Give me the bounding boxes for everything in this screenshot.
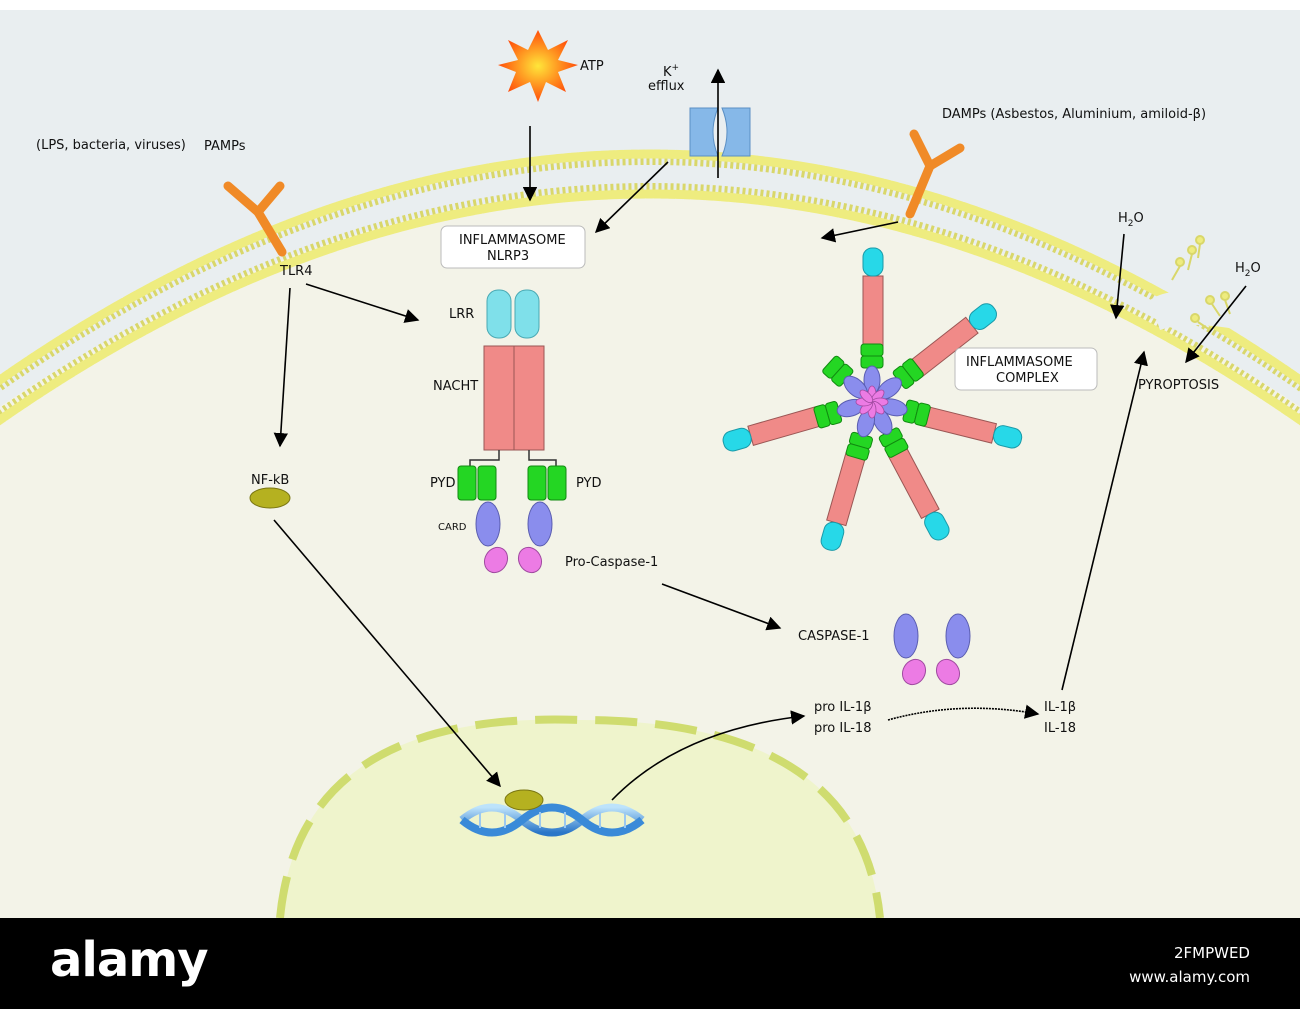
stock-footer-bar: alamy 2FMPWED www.alamy.com	[0, 918, 1300, 1009]
dna-helix	[459, 803, 645, 837]
efflux-label: efflux	[648, 79, 685, 94]
tlr4-label: TLR4	[279, 264, 313, 279]
pamps-sources-label: (LPS, bacteria, viruses)	[36, 138, 186, 153]
tlr4-to-nfkb-arrow	[273, 287, 291, 448]
nfkb-to-dna-arrow	[273, 519, 501, 788]
pro-il18-label: pro IL-18	[814, 721, 871, 736]
pyd-domain-right-b	[547, 465, 567, 501]
k-to-inflammasome-arrow	[594, 161, 669, 234]
stock-logo: alamy	[50, 932, 209, 988]
dna-to-cytokines-arrow	[611, 710, 806, 801]
card-label: CARD	[438, 522, 467, 533]
il18-label: IL-18	[1044, 721, 1076, 736]
damps-label: DAMPs (Asbestos, Aluminium, amiloid-β)	[942, 107, 1206, 122]
complex-center-flower	[855, 385, 889, 419]
atp-star-icon	[498, 30, 578, 102]
nacht-domain-left	[483, 345, 515, 451]
nacht-domain-right	[513, 345, 545, 451]
h2o-2-h: H	[1235, 261, 1245, 276]
lrr-domain-left	[486, 289, 512, 339]
pyd-right-label: PYD	[576, 476, 602, 491]
k-charge-label: +	[672, 63, 680, 73]
inflammasome-complex-wheel	[722, 247, 1023, 551]
pro-to-mature-cytokine-arrow	[887, 704, 1040, 721]
svg-text:H2O: H2O	[1118, 211, 1144, 229]
pyd-domain-left-b	[477, 465, 497, 501]
tlr4-to-nlrp3-arrow	[305, 283, 420, 323]
nacht-label: NACHT	[433, 379, 478, 394]
pamps-label: PAMPs	[204, 139, 246, 154]
k-ion-label: K	[663, 65, 672, 80]
card-domain-right	[527, 501, 553, 547]
svg-text:K+: K+	[663, 63, 679, 80]
pathway-arrows	[273, 68, 1247, 801]
h2o-2-arrow	[1185, 285, 1247, 364]
nlrp3-dimer	[457, 289, 567, 574]
pro-il1b-label: pro IL-1β	[814, 700, 872, 715]
pyroptosis-label: PYROPTOSIS	[1138, 378, 1219, 393]
caspase-label: CASPASE-1	[798, 629, 870, 644]
inflammasome-box-line1: INFLAMMASOME	[459, 233, 566, 248]
procaspase-tail-left	[483, 546, 509, 574]
pro-caspase-label: Pro-Caspase-1	[565, 555, 658, 570]
cytokine-to-pyroptosis-arrow	[1061, 350, 1148, 691]
damp-to-complex-arrow	[820, 221, 899, 243]
pyd-domain-right-a	[527, 465, 547, 501]
tlr4-receptor-icon	[223, 181, 287, 257]
complex-box-line1: INFLAMMASOME	[966, 355, 1073, 370]
h2o-2-o: O	[1251, 261, 1261, 276]
inflammasome-nlrp3-box	[440, 225, 586, 269]
lrr-label: LRR	[449, 307, 474, 322]
stock-image-id: 2FMPWED	[1173, 944, 1250, 962]
h2o-2-sub: 2	[1245, 269, 1251, 279]
svg-text:H2O: H2O	[1235, 261, 1261, 279]
nfkb-protein	[249, 487, 291, 509]
h2o-1-h: H	[1118, 211, 1128, 226]
card-domain-left	[475, 501, 501, 547]
h2o-1-arrow	[1110, 233, 1125, 320]
membrane-fragments	[1171, 235, 1231, 331]
stock-url: www.alamy.com	[1129, 968, 1250, 986]
pyd-domain-left-a	[457, 465, 477, 501]
nfkb-on-dna	[504, 789, 544, 811]
inflammasome-box-line2: NLRP3	[487, 249, 529, 264]
procaspase-tail-right	[517, 546, 543, 574]
complex-box-line2: COMPLEX	[996, 371, 1059, 386]
caspase-1-dimer	[893, 613, 971, 686]
inflammasome-complex-box	[954, 347, 1098, 391]
damp-receptor-icon	[905, 129, 965, 219]
il1b-label: IL-1β	[1044, 700, 1076, 715]
procaspase-to-caspase-arrow	[661, 583, 782, 631]
h2o-1-sub: 2	[1128, 219, 1134, 229]
lrr-domain-right	[514, 289, 540, 339]
nfkb-label: NF-kB	[251, 473, 289, 488]
atp-label: ATP	[580, 59, 604, 74]
h2o-1-o: O	[1134, 211, 1144, 226]
pyd-left-label: PYD	[430, 476, 456, 491]
